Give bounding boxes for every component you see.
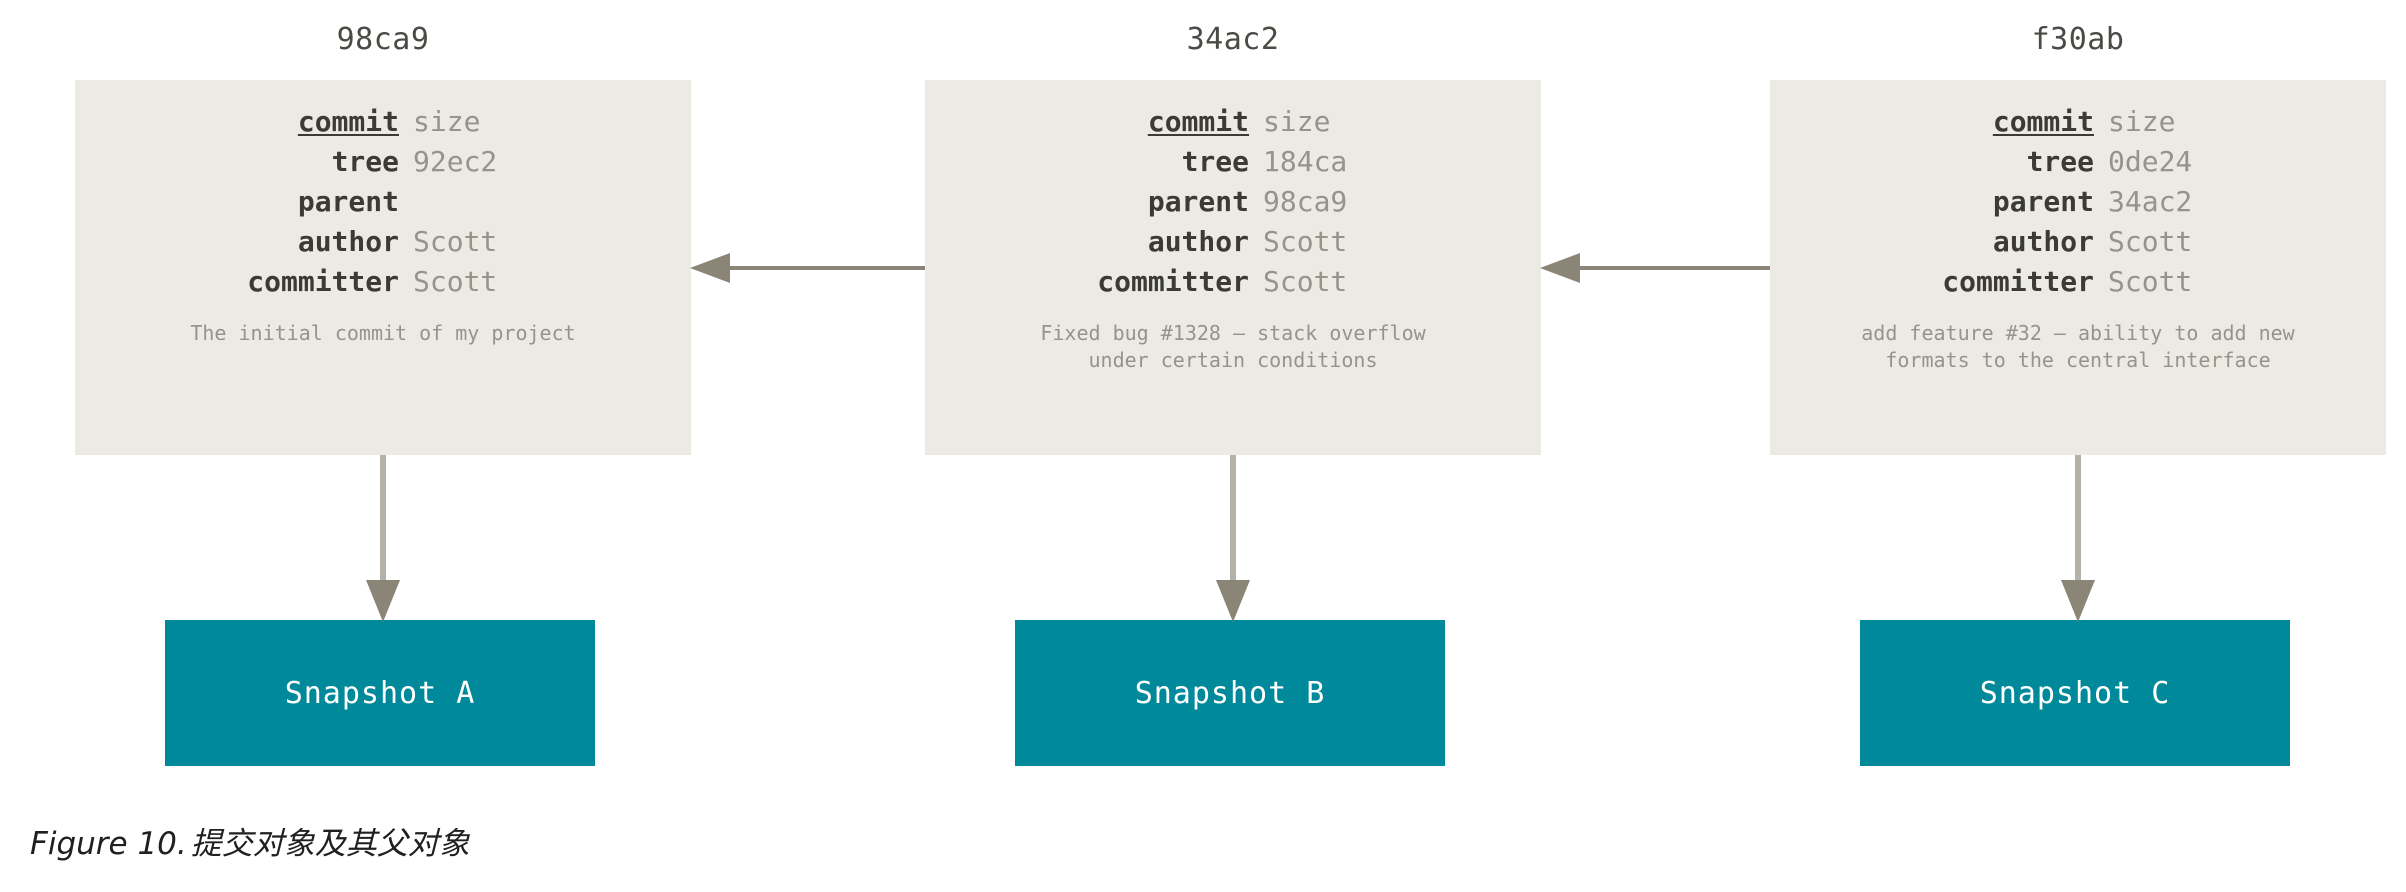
parent-arrow-f30ab-to-34ac2: [1540, 253, 1770, 283]
commit-hash-header: 34ac2: [1186, 22, 1280, 57]
field-key-author: author: [1147, 225, 1249, 258]
commit-object-box: commit size tree 92ec2 parent author Sco…: [75, 80, 691, 455]
field-key-parent: parent: [1992, 185, 2094, 218]
field-value-tree: 92ec2: [413, 145, 498, 178]
figure-number: Figure 10.: [30, 826, 187, 862]
field-value-tree: 184ca: [1263, 145, 1348, 178]
commit-field-row: commit size: [925, 102, 1541, 142]
commit-field-list: commit size tree 184ca parent 98ca9 auth…: [925, 102, 1541, 302]
commit-field-row: author Scott: [75, 222, 691, 262]
field-value-author: Scott: [1263, 225, 1348, 258]
commit-field-row: author Scott: [1770, 222, 2386, 262]
snapshot-arrow-f30ab-to-c: [2061, 455, 2095, 622]
field-key-commit: commit: [1147, 105, 1249, 138]
field-key-parent: parent: [1147, 185, 1249, 218]
field-value-commit: size: [413, 105, 481, 138]
commit-field-row: parent 34ac2: [1770, 182, 2386, 222]
commit-object-box: commit size tree 184ca parent 98ca9 auth…: [925, 80, 1541, 455]
commit-field-row: author Scott: [925, 222, 1541, 262]
field-key-commit: commit: [1992, 105, 2094, 138]
commit-hash-header: f30ab: [2031, 22, 2125, 57]
field-key-committer: committer: [1942, 265, 2094, 298]
commit-message: The initial commit of my project: [190, 321, 576, 345]
figure-caption: Figure 10.提交对象及其父对象: [30, 818, 470, 863]
field-value-committer: Scott: [1263, 265, 1348, 298]
commit-field-row: commit size: [75, 102, 691, 142]
field-key-tree: tree: [2026, 145, 2094, 178]
field-value-committer: Scott: [413, 265, 498, 298]
field-value-commit: size: [2108, 105, 2176, 138]
commit-message: add feature #32 – ability to add new for…: [1861, 321, 2295, 372]
commit-field-row: tree 184ca: [925, 142, 1541, 182]
field-value-author: Scott: [2108, 225, 2193, 258]
snapshot-label: Snapshot A: [284, 675, 476, 711]
snapshot-arrow-34ac2-to-b: [1216, 455, 1250, 622]
field-key-committer: committer: [247, 265, 399, 298]
commit-field-list: commit size tree 0de24 parent 34ac2 auth…: [1770, 102, 2386, 302]
commit-field-row: tree 92ec2: [75, 142, 691, 182]
field-key-author: author: [297, 225, 399, 258]
field-key-author: author: [1992, 225, 2094, 258]
field-value-commit: size: [1263, 105, 1331, 138]
snapshot-box-a: Snapshot A: [165, 620, 595, 766]
commit-hash-header: 98ca9: [336, 22, 430, 57]
parent-arrow-34ac2-to-98ca9: [690, 253, 925, 283]
field-value-parent: 98ca9: [1263, 185, 1348, 218]
field-key-committer: committer: [1097, 265, 1249, 298]
field-key-tree: tree: [331, 145, 399, 178]
field-key-commit: commit: [297, 105, 399, 138]
snapshot-label: Snapshot C: [1979, 675, 2171, 711]
field-key-tree: tree: [1181, 145, 1249, 178]
commit-message: Fixed bug #1328 – stack overflow under c…: [1040, 321, 1426, 372]
snapshot-label: Snapshot B: [1134, 675, 1326, 711]
field-key-parent: parent: [297, 185, 399, 218]
field-value-tree: 0de24: [2108, 145, 2193, 178]
snapshot-box-b: Snapshot B: [1015, 620, 1445, 766]
commit-field-row: committer Scott: [1770, 262, 2386, 302]
field-value-author: Scott: [413, 225, 498, 258]
field-value-committer: Scott: [2108, 265, 2193, 298]
snapshot-arrow-98ca9-to-a: [366, 455, 400, 622]
commit-field-row: parent: [75, 182, 691, 222]
commit-field-row: tree 0de24: [1770, 142, 2386, 182]
field-value-parent: 34ac2: [2108, 185, 2193, 218]
commit-field-row: parent 98ca9: [925, 182, 1541, 222]
commit-field-row: commit size: [1770, 102, 2386, 142]
commit-field-row: committer Scott: [75, 262, 691, 302]
snapshot-box-c: Snapshot C: [1860, 620, 2290, 766]
commit-object-box: commit size tree 0de24 parent 34ac2 auth…: [1770, 80, 2386, 455]
figure-caption-text: 提交对象及其父对象: [190, 826, 470, 862]
commit-field-row: committer Scott: [925, 262, 1541, 302]
commit-field-list: commit size tree 92ec2 parent author Sco…: [75, 102, 691, 302]
